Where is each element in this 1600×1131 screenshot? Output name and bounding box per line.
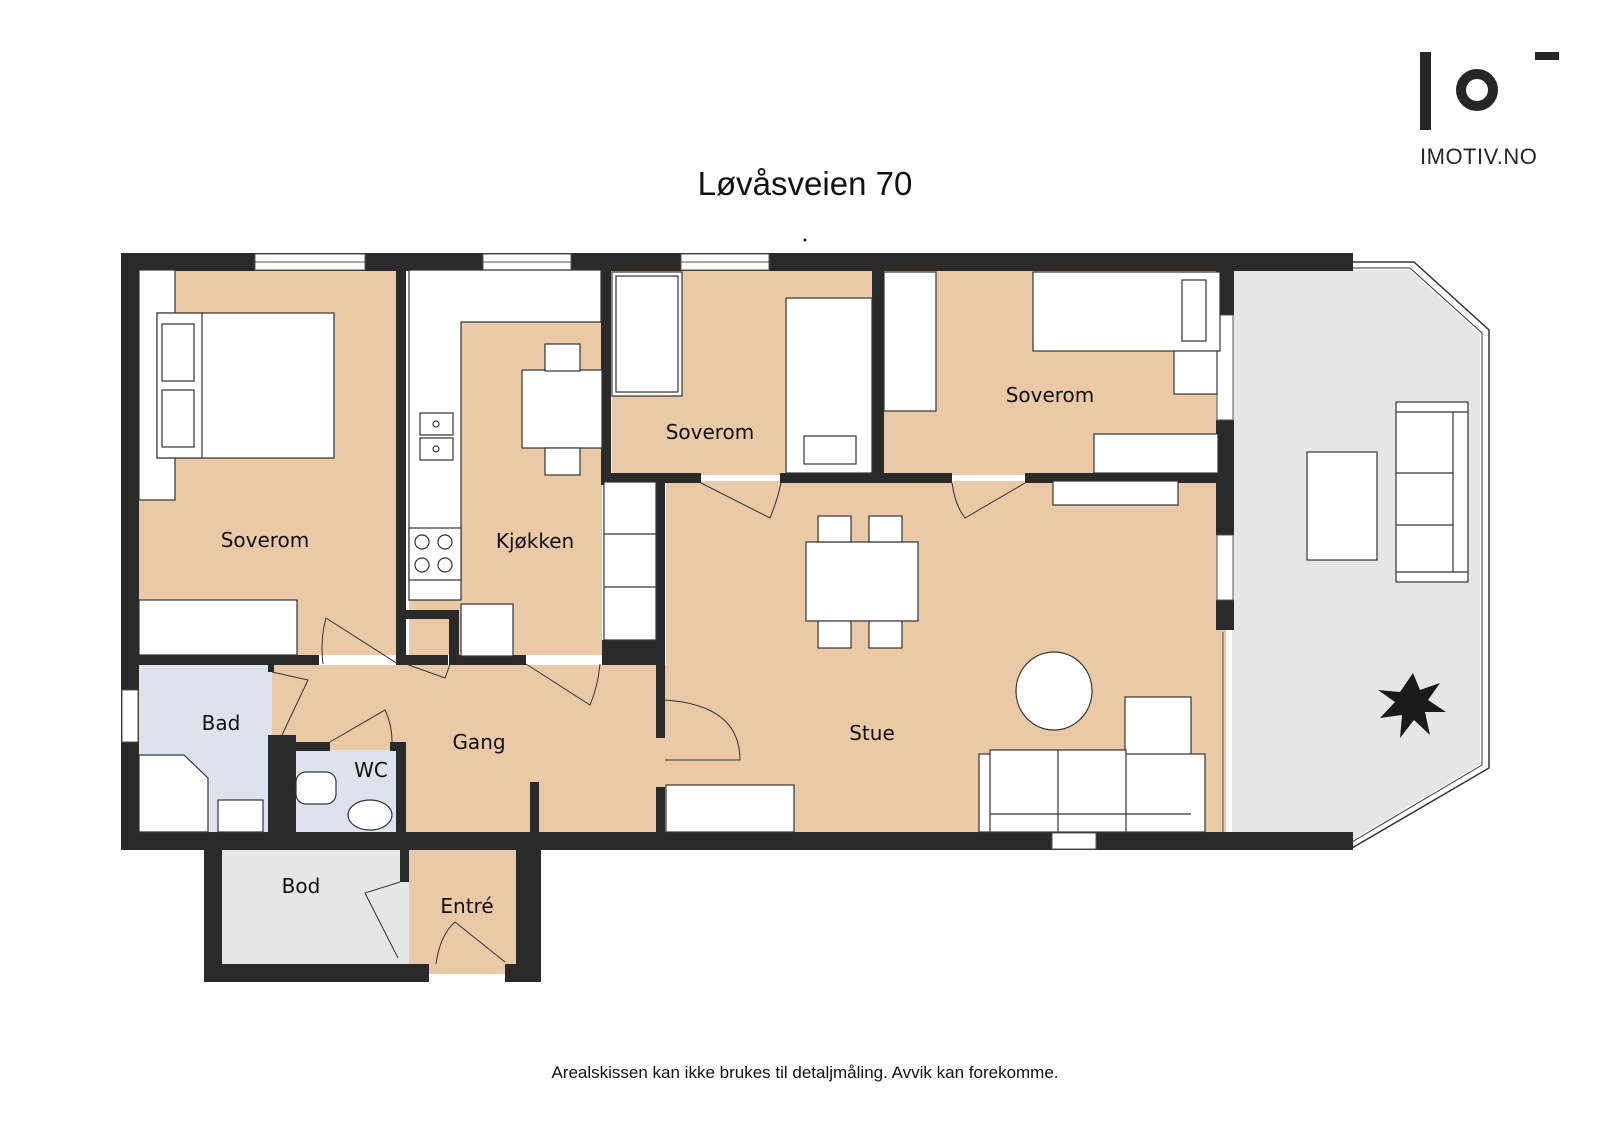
tv-bench <box>1052 480 1179 506</box>
windows <box>121 253 1234 850</box>
logo-text: IMOTIV.NO <box>1420 144 1538 169</box>
imotiv-logo: IMOTIV.NO <box>1420 52 1560 172</box>
page-title: Løvåsveien 70 <box>697 165 913 202</box>
stove <box>408 527 462 581</box>
balcony-railing <box>1351 261 1490 849</box>
wardrobe <box>603 481 657 641</box>
pillow <box>161 323 195 382</box>
disclaimer: Arealskissen kan ikke brukes til detaljm… <box>551 1063 1059 1082</box>
doors <box>271 482 1026 965</box>
pillow <box>803 435 857 465</box>
logo-dash-mark <box>1535 52 1559 60</box>
room-label-entre: Entré <box>440 894 493 918</box>
door <box>664 699 741 761</box>
pillow <box>161 389 195 448</box>
door <box>700 482 782 519</box>
wardrobe <box>883 271 937 412</box>
door <box>405 663 451 679</box>
dresser <box>1093 433 1219 474</box>
plant-icon <box>1378 673 1446 738</box>
window <box>1051 832 1097 850</box>
room-label-stue: Stue <box>849 721 895 745</box>
fridge <box>460 603 514 657</box>
wc-sink <box>347 799 393 831</box>
balcony-railing-inner <box>1351 267 1483 843</box>
door <box>435 921 506 965</box>
balcony-sofa <box>1395 401 1469 583</box>
door <box>525 663 601 706</box>
window <box>121 689 139 743</box>
door <box>364 881 401 959</box>
door <box>271 671 309 736</box>
sideboard <box>665 784 795 833</box>
door <box>951 482 1026 519</box>
kitchen-counter <box>408 269 602 601</box>
shower <box>138 754 209 833</box>
bath-sink <box>217 799 264 833</box>
logo-ring-mark <box>1456 69 1498 111</box>
room-label-soverom-2: Soverom <box>666 420 755 444</box>
furniture <box>138 269 1469 833</box>
room-label-wc: WC <box>354 758 388 782</box>
window <box>1216 534 1234 601</box>
nightstand <box>1173 350 1218 395</box>
chair <box>544 343 581 372</box>
room-label-bad: Bad <box>202 711 241 735</box>
floor-entre <box>409 842 521 974</box>
room-label-soverom-1: Soverom <box>221 528 310 552</box>
chair <box>544 447 581 476</box>
kitchen-table <box>521 369 603 449</box>
room-labels: Soverom Kjøkken Soverom Soverom Stue Bad… <box>202 383 1095 918</box>
chair <box>868 515 903 543</box>
chair <box>817 515 852 543</box>
room-label-gang: Gang <box>452 730 505 754</box>
toilet <box>295 771 337 805</box>
floor-bod <box>222 842 409 964</box>
chair <box>817 620 852 649</box>
logo-bar-mark <box>1420 52 1431 130</box>
door <box>329 709 393 743</box>
chair <box>868 620 903 649</box>
dresser <box>138 599 298 656</box>
balcony-table <box>1306 451 1378 561</box>
north-dot <box>803 238 807 242</box>
room-label-kjokken: Kjøkken <box>496 529 574 553</box>
room-label-soverom-3: Soverom <box>1006 383 1095 407</box>
coffee-table <box>1015 651 1093 731</box>
pillow <box>1181 279 1207 342</box>
door <box>321 617 399 665</box>
room-label-bod: Bod <box>282 874 321 898</box>
dining-table <box>805 541 919 622</box>
